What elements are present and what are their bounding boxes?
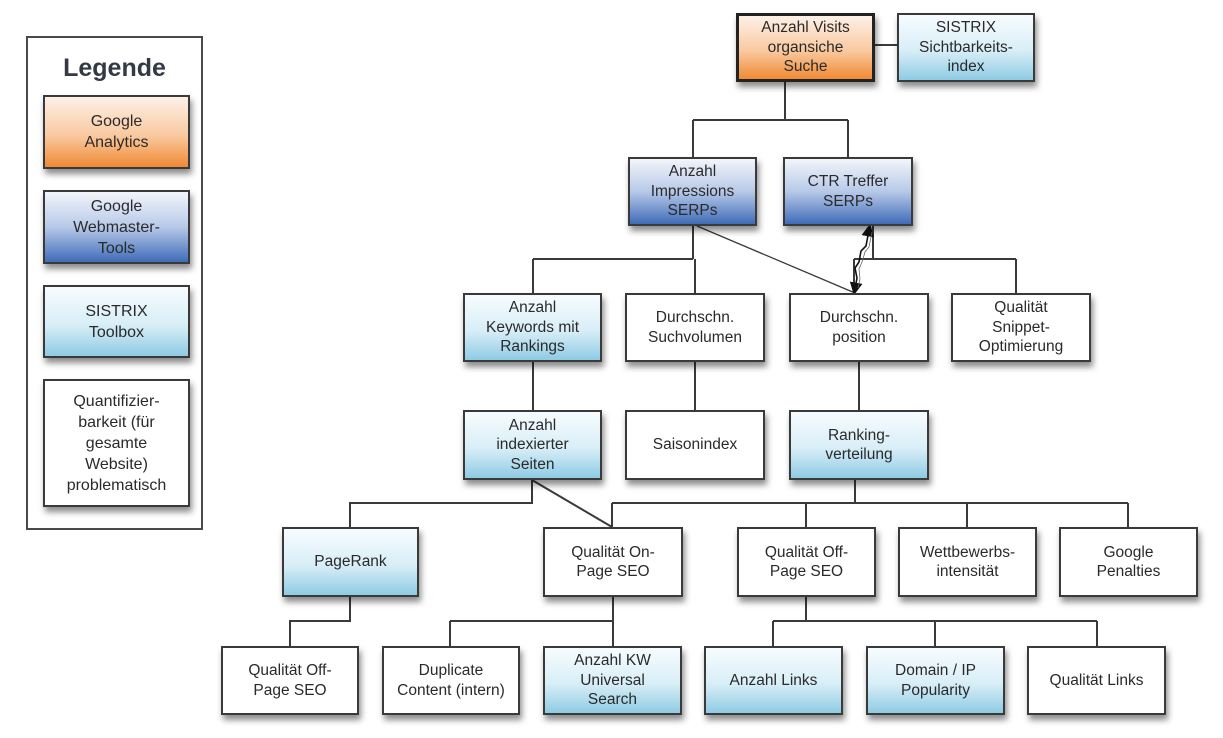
node-rankingverteilung[interactable]: Ranking- verteilung <box>789 410 929 480</box>
edge-rankingverteilung-children <box>611 480 1129 527</box>
edge-ctr-children <box>853 226 1017 293</box>
node-anzahl-kw-universal-search[interactable]: Anzahl KW Universal Search <box>543 646 682 715</box>
edge-onpage-children <box>449 597 614 646</box>
node-anzahl-visits[interactable]: Anzahl Visits organsiche Suche <box>736 13 875 82</box>
edge-offpage-children <box>772 597 1098 646</box>
node-domain-ip-popularity[interactable]: Domain / IP Popularity <box>866 646 1005 715</box>
node-saisonindex[interactable]: Saisonindex <box>625 410 765 480</box>
edge-indexiert-pagerank <box>349 480 533 527</box>
node-google-penalties[interactable]: Google Penalties <box>1059 527 1198 597</box>
legend-item-quantifizierbarkeit: Quantifizier- barkeit (für gesamte Websi… <box>43 379 190 507</box>
node-durchschn-suchvolumen[interactable]: Durchschn. Suchvolumen <box>625 293 765 362</box>
legend-item-google-webmaster-tools: Google Webmaster- Tools <box>43 190 190 264</box>
edge-ctr-position-zigzag-arrow-shadow <box>857 231 873 289</box>
edge-impressions-children <box>532 226 696 293</box>
legend-item-google-analytics: Google Analytics <box>43 95 190 169</box>
node-anzahl-impressions[interactable]: Anzahl Impressions SERPs <box>628 157 757 226</box>
edge-pagerank-offpage2 <box>289 597 351 646</box>
legend-item-sistrix-toolbox: SISTRIX Toolbox <box>43 285 190 358</box>
legend-title: Legende <box>63 54 166 82</box>
node-qualitaet-links[interactable]: Qualität Links <box>1027 646 1166 715</box>
node-wettbewerbsintensitaet[interactable]: Wettbewerbs- intensität <box>898 527 1037 597</box>
node-duplicate-content[interactable]: Duplicate Content (intern) <box>382 646 520 715</box>
node-durchschn-position[interactable]: Durchschn. position <box>789 293 929 362</box>
edge-ctr-position-zigzag-arrow <box>849 223 875 296</box>
edge-indexiert-onpage-diagonal <box>531 479 613 528</box>
node-sistrix-sichtbarkeitsindex[interactable]: SISTRIX Sichtbarkeits- index <box>897 13 1035 82</box>
edge-impressions-position-diagonal <box>696 225 856 294</box>
legend: Legende Google Analytics Google Webmaste… <box>26 36 203 530</box>
node-qualitaet-onpage-seo[interactable]: Qualität On- Page SEO <box>543 527 683 597</box>
node-pagerank[interactable]: PageRank <box>282 527 419 597</box>
edge-visits-children <box>692 82 849 157</box>
node-anzahl-links[interactable]: Anzahl Links <box>704 646 843 715</box>
node-qualitaet-snippet[interactable]: Qualität Snippet- Optimierung <box>951 293 1091 362</box>
node-qualitaet-offpage-seo-pagerank[interactable]: Qualität Off- Page SEO <box>221 646 359 715</box>
node-ctr-treffer[interactable]: CTR Treffer SERPs <box>783 157 913 226</box>
node-qualitaet-offpage-seo[interactable]: Qualität Off- Page SEO <box>737 527 876 597</box>
node-anzahl-indexierter-seiten[interactable]: Anzahl indexierter Seiten <box>463 410 602 480</box>
node-anzahl-keywords[interactable]: Anzahl Keywords mit Rankings <box>463 293 602 362</box>
